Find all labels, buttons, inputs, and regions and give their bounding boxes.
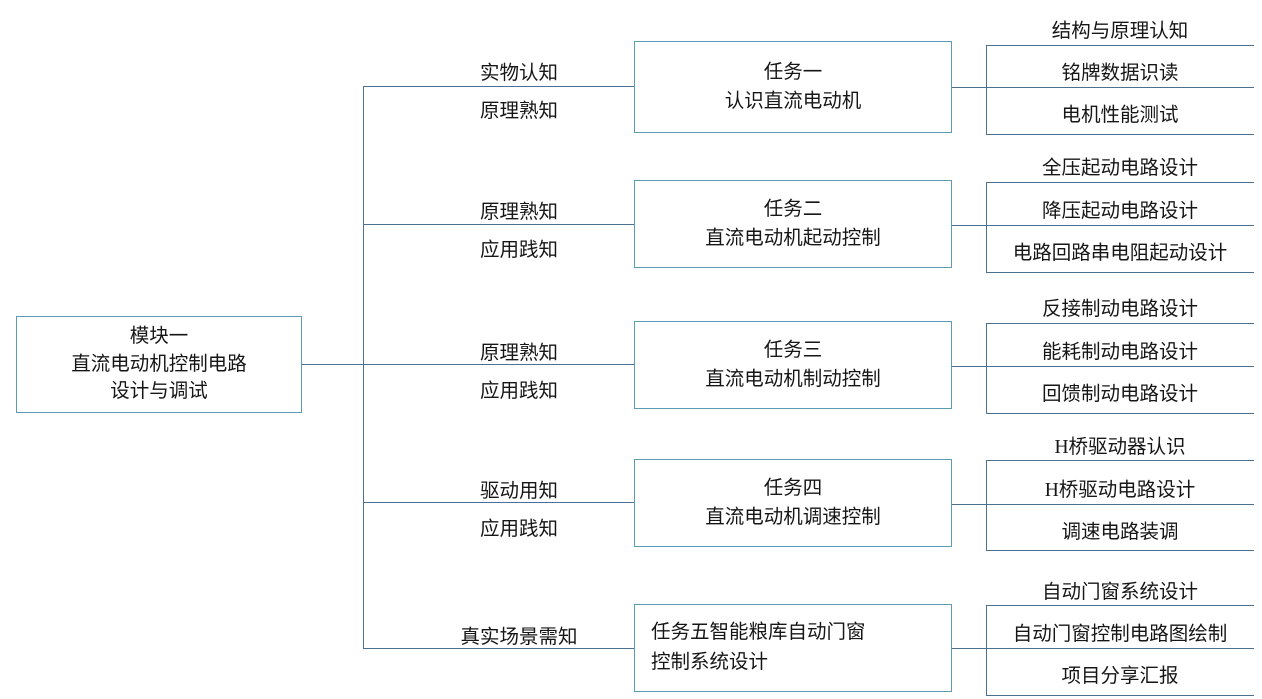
branch-5-outcome-connector-line xyxy=(952,648,987,649)
root-line-1: 模块一 xyxy=(129,325,189,347)
branch-1-outcome-rule-1 xyxy=(986,45,1254,46)
branch-2-outcome-2: 降压起动电路设计 xyxy=(1041,201,1198,222)
root-line-2: 直流电动机控制电路 xyxy=(71,353,247,375)
branch-3-outcome-1: 反接制动电路设计 xyxy=(1041,299,1198,320)
branch-4-stage-label-2: 应用践知 xyxy=(479,519,558,540)
branch-4-task-line-2: 直流电动机调速控制 xyxy=(705,507,881,528)
branch-2-task-box: 任务二 直流电动机起动控制 xyxy=(634,180,952,268)
root-line-3: 设计与调试 xyxy=(110,381,208,403)
branch-4-task-box: 任务四 直流电动机调速控制 xyxy=(634,459,952,547)
branch-1-task-line-1: 任务一 xyxy=(763,61,823,83)
branch-5-outcome-3: 项目分享汇报 xyxy=(1061,666,1179,687)
branch-2-stage-label-1: 原理熟知 xyxy=(479,202,558,223)
branch-1-outcome-rule-3 xyxy=(986,134,1254,135)
branch-3-outcome-rule-1 xyxy=(986,323,1254,324)
branch-3-task-line-1: 任务三 xyxy=(763,339,823,361)
branch-2-task-line-2: 直流电动机起动控制 xyxy=(705,228,881,249)
branch-2-outcome-rule-2 xyxy=(986,225,1254,226)
branch-5-outcome-rule-3 xyxy=(986,695,1254,696)
branch-5-outcome-rule-2 xyxy=(986,648,1254,649)
branch-2-outcome-connector-line xyxy=(952,225,987,226)
branch-3-connector-line xyxy=(363,364,634,365)
branch-2-task-line-1: 任务二 xyxy=(763,198,823,220)
branch-3-outcome-rule-3 xyxy=(986,413,1254,414)
branch-3-stage-label-1: 原理熟知 xyxy=(479,343,558,364)
branch-4-connector-line xyxy=(363,502,634,503)
branch-3-outcome-bracket-line xyxy=(986,323,987,413)
branch-1-connector-line xyxy=(363,86,634,87)
branch-4-outcome-rule-2 xyxy=(986,504,1254,505)
branch-5-task-box: 任务五智能粮库自动门窗 控制系统设计 xyxy=(634,604,952,692)
branch-2-outcome-3: 电路回路串电阻起动设计 xyxy=(1012,243,1228,264)
branch-4-outcome-rule-1 xyxy=(986,460,1254,461)
branch-4-outcome-bracket-line xyxy=(986,460,987,550)
branch-1-outcome-bracket-line xyxy=(986,45,987,135)
branch-3-task-line-2: 直流电动机制动控制 xyxy=(705,369,881,390)
branch-4-outcome-1: H桥驱动器认识 xyxy=(1054,437,1186,458)
branch-5-outcome-1: 自动门窗系统设计 xyxy=(1041,582,1198,603)
branch-1-outcome-rule-2 xyxy=(986,87,1254,88)
branch-4-outcome-connector-line xyxy=(952,504,987,505)
branch-5-connector-line xyxy=(363,648,634,649)
branch-1-task-line-2: 认识直流电动机 xyxy=(724,91,862,112)
branch-4-task-line-1: 任务四 xyxy=(763,477,823,499)
branch-3-outcome-2: 能耗制动电路设计 xyxy=(1041,342,1198,363)
branch-5-task-line-2: 控制系统设计 xyxy=(651,652,769,673)
branch-1-stage-label-1: 实物认知 xyxy=(479,63,558,84)
branch-1-task-box: 任务一 认识直流电动机 xyxy=(634,41,952,133)
branch-4-stage-label-1: 驱动用知 xyxy=(479,481,558,502)
root-connector-line xyxy=(302,364,364,365)
branch-1-outcome-2: 铭牌数据识读 xyxy=(1061,63,1179,84)
branch-2-outcome-rule-1 xyxy=(986,182,1254,183)
branch-5-stage-label-1: 真实场景需知 xyxy=(460,627,578,648)
branch-1-outcome-3: 电机性能测试 xyxy=(1061,105,1179,126)
branch-1-stage-label-2: 原理熟知 xyxy=(479,101,558,122)
branch-2-stage-label-2: 应用践知 xyxy=(479,240,558,261)
branch-3-outcome-rule-2 xyxy=(986,366,1254,367)
branch-1-outcome-1: 结构与原理认知 xyxy=(1051,21,1189,42)
branch-1-outcome-connector-line xyxy=(952,87,987,88)
branch-3-outcome-3: 回馈制动电路设计 xyxy=(1041,384,1198,405)
branch-3-stage-label-2: 应用践知 xyxy=(479,381,558,402)
main-spine-line xyxy=(363,86,364,648)
branch-4-outcome-2: H桥驱动电路设计 xyxy=(1044,480,1196,501)
branch-2-outcome-rule-3 xyxy=(986,272,1254,273)
branch-3-task-box: 任务三 直流电动机制动控制 xyxy=(634,321,952,409)
root-module-box: 模块一 直流电动机控制电路 设计与调试 xyxy=(16,316,302,413)
branch-2-outcome-1: 全压起动电路设计 xyxy=(1041,158,1198,179)
branch-4-outcome-3: 调速电路装调 xyxy=(1061,522,1179,543)
branch-5-outcome-2: 自动门窗控制电路图绘制 xyxy=(1012,624,1228,645)
branch-2-connector-line xyxy=(363,224,634,225)
branch-5-task-line-1: 任务五智能粮库自动门窗 xyxy=(651,621,866,643)
branch-5-outcome-rule-1 xyxy=(986,605,1254,606)
branch-2-outcome-bracket-line xyxy=(986,182,987,272)
branch-3-outcome-connector-line xyxy=(952,366,987,367)
branch-5-outcome-bracket-line xyxy=(986,605,987,695)
branch-4-outcome-rule-3 xyxy=(986,550,1254,551)
